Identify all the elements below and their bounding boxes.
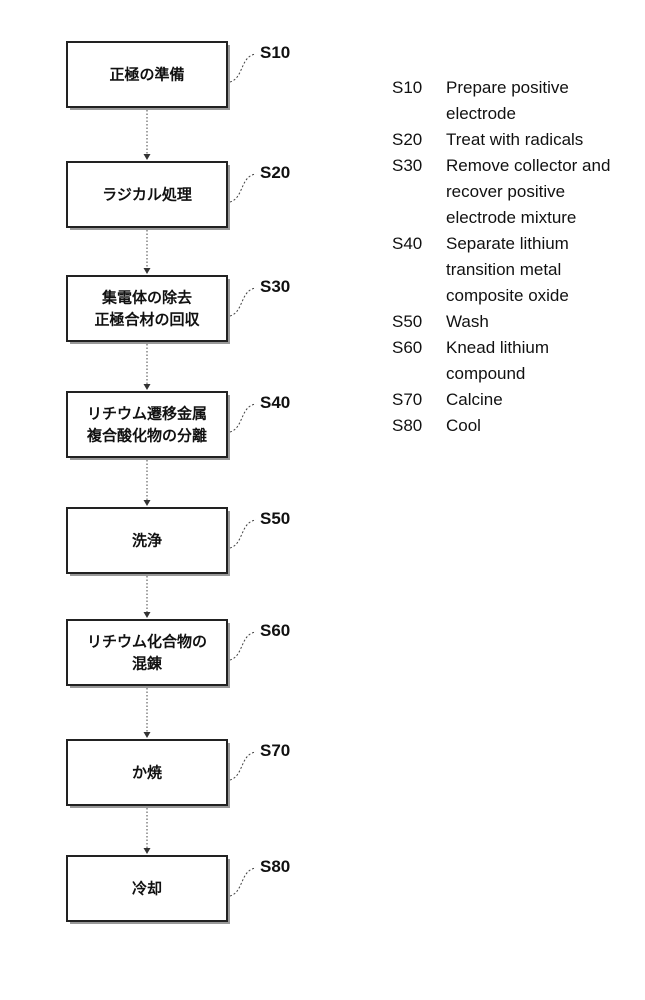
legend-step-text: Calcine: [446, 387, 642, 413]
step-label-leader: [230, 288, 256, 316]
step-label-leader: [230, 54, 256, 82]
step-label-leader: [230, 520, 256, 548]
legend-item-s60: S60 Knead lithium compound: [392, 335, 642, 387]
step-label-s80: S80: [260, 857, 290, 876]
step-label-s60: S60: [260, 621, 290, 640]
legend-step-text: Treat with radicals: [446, 127, 642, 153]
legend-step-text: Separate lithium transition metal compos…: [446, 231, 616, 309]
step-label-s30: S30: [260, 277, 290, 296]
flow-arrowhead: [144, 154, 151, 160]
step-box-text: リチウム遷移金属: [87, 405, 207, 423]
step-box-text: 集電体の除去: [101, 289, 192, 307]
step-label-s50: S50: [260, 509, 290, 528]
step-box-text: ラジカル処理: [102, 186, 192, 204]
flow-arrowhead: [144, 612, 151, 618]
legend-item-s40: S40 Separate lithium transition metal co…: [392, 231, 642, 309]
legend-step-text: Prepare positive electrode: [446, 75, 642, 127]
flow-arrowhead: [144, 268, 151, 274]
step-label-leader: [230, 868, 256, 896]
step-box-text: か焼: [132, 764, 162, 782]
legend: S10 Prepare positive electrode S20 Treat…: [392, 75, 642, 439]
legend-item-s80: S80 Cool: [392, 413, 642, 439]
legend-step-id: S40: [392, 231, 446, 309]
flow-arrowhead: [144, 848, 151, 854]
legend-item-s50: S50 Wash: [392, 309, 642, 335]
legend-step-id: S60: [392, 335, 446, 387]
legend-step-text: Knead lithium compound: [446, 335, 581, 387]
legend-item-s30: S30 Remove collector and recover positiv…: [392, 153, 642, 231]
step-label-leader: [230, 174, 256, 202]
legend-step-id: S80: [392, 413, 446, 439]
step-box-s30: [67, 276, 227, 341]
step-label-s10: S10: [260, 43, 290, 62]
flow-arrowhead: [144, 384, 151, 390]
step-box-text: 洗浄: [132, 532, 162, 550]
step-label-s40: S40: [260, 393, 290, 412]
step-box-text: 正極の準備: [109, 66, 184, 84]
legend-step-id: S10: [392, 75, 446, 127]
legend-step-id: S50: [392, 309, 446, 335]
legend-step-id: S70: [392, 387, 446, 413]
legend-item-s70: S70 Calcine: [392, 387, 642, 413]
legend-item-s10: S10 Prepare positive electrode: [392, 75, 642, 127]
flow-arrowhead: [144, 500, 151, 506]
step-box-text: 正極合材の回収: [94, 311, 200, 329]
legend-step-id: S20: [392, 127, 446, 153]
legend-step-text: Remove collector and recover positive el…: [446, 153, 636, 231]
legend-item-s20: S20 Treat with radicals: [392, 127, 642, 153]
legend-step-text: Wash: [446, 309, 642, 335]
legend-step-text: Cool: [446, 413, 642, 439]
step-label-leader: [230, 404, 256, 432]
flow-arrowhead: [144, 732, 151, 738]
step-box-text: リチウム化合物の: [87, 633, 207, 651]
legend-step-id: S30: [392, 153, 446, 231]
step-label-leader: [230, 752, 256, 780]
step-box-s60: [67, 620, 227, 685]
step-box-s40: [67, 392, 227, 457]
step-box-text: 複合酸化物の分離: [86, 427, 207, 445]
step-box-text: 混錬: [132, 655, 163, 673]
step-box-text: 冷却: [132, 880, 162, 898]
step-label-s20: S20: [260, 163, 290, 182]
step-label-leader: [230, 632, 256, 660]
step-label-s70: S70: [260, 741, 290, 760]
